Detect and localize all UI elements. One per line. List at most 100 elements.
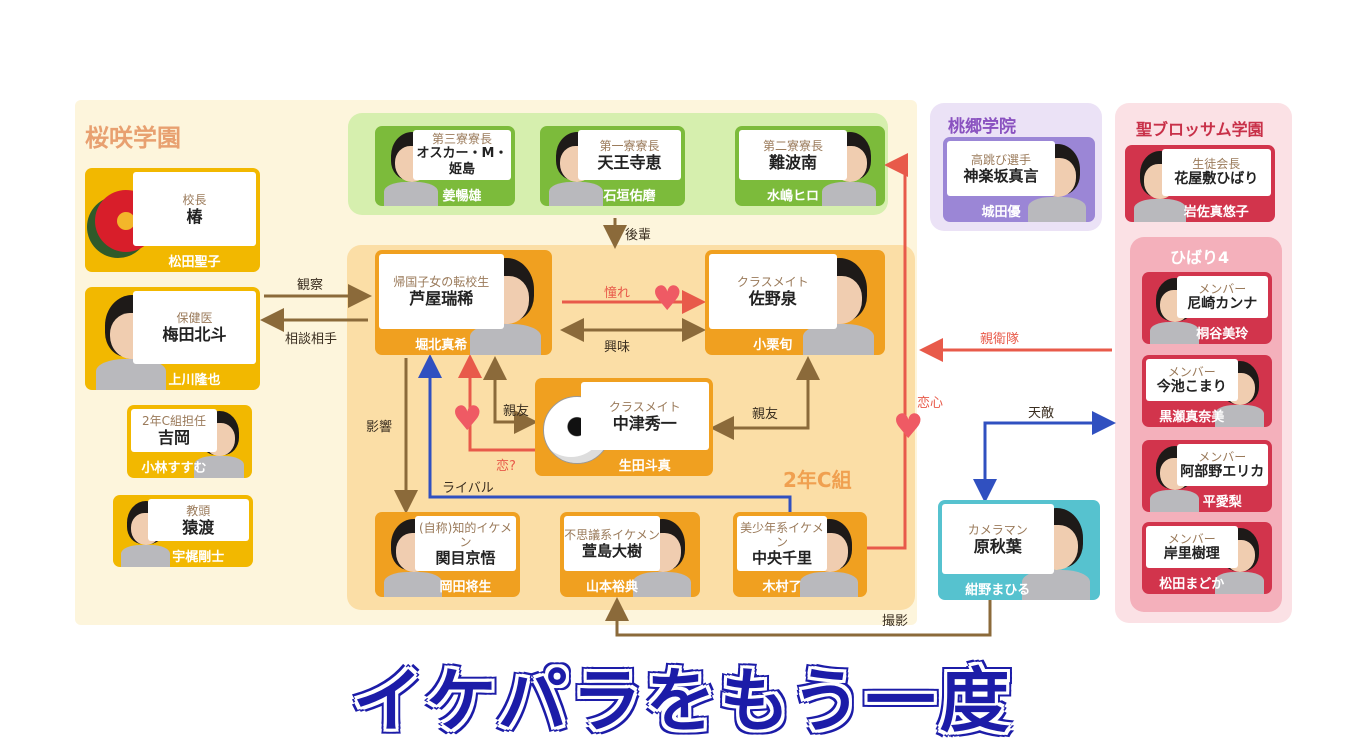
character-role: 高跳び選手 (970, 152, 1031, 167)
actor-name: 生田斗真 (618, 459, 671, 474)
character-name: 萱島大樹 (581, 541, 642, 560)
character-card-mizuki[interactable]: 帰国子女の転校生芦屋瑞稀堀北真希 (375, 250, 552, 355)
label-guard: 親衛隊 (980, 332, 1020, 347)
label-crush: 恋心 (917, 396, 944, 411)
character-role: 校長 (182, 192, 207, 207)
character-card-kagurazaka[interactable]: 高跳び選手神楽坂真言城田優 (943, 137, 1095, 222)
label-advisor: 相談相手 (285, 332, 338, 347)
actor-name: 小栗旬 (753, 338, 793, 353)
character-role: カメラマン (967, 522, 1028, 537)
character-role: メンバー (1198, 449, 1247, 464)
card-text-area: メンバー岸里樹理 (1146, 526, 1238, 568)
character-role: 生徒会長 (1192, 157, 1241, 171)
character-name: 尼崎カンナ (1187, 295, 1258, 312)
card-text-area: 保健医梅田北斗 (133, 291, 256, 364)
photo-arrow (605, 597, 992, 637)
character-card-imaike[interactable]: メンバー今池こまり黒瀬真奈美 (1142, 355, 1272, 427)
actor-name: 松田まどか (1159, 577, 1225, 592)
character-role: (自称)知的イケメン (418, 520, 512, 549)
character-role: 第三寮寮長 (431, 132, 492, 146)
card-text-area: 生徒会長花屋敷ひばり (1161, 149, 1271, 196)
card-text-area: クラスメイト中津秀一 (580, 382, 709, 450)
character-name: 吉岡 (157, 428, 190, 447)
character-card-tennoji[interactable]: 第一寮寮長天王寺恵石垣佑磨 (540, 126, 685, 206)
bestfriend-left-arrow (483, 356, 538, 434)
class-c-title: 2年C組 (783, 468, 852, 492)
character-card-saruwatari[interactable]: 教頭猿渡宇梶剛士 (113, 495, 253, 567)
character-card-hara[interactable]: カメラマン原秋葉紺野まひる (938, 500, 1100, 600)
character-name: 芦屋瑞稀 (409, 289, 474, 308)
character-card-kayashima[interactable]: 不思議系イケメン萱島大樹山本裕典 (560, 512, 700, 597)
character-role: 第二寮寮長 (762, 138, 823, 153)
actor-name: 桐谷美玲 (1196, 327, 1249, 342)
actor-name: 上川隆也 (168, 373, 221, 388)
character-role: 不思議系イケメン (564, 527, 660, 542)
character-name: 難波南 (768, 152, 817, 172)
actor-name: 黒瀬真奈美 (1159, 410, 1225, 425)
card-text-area: 帰国子女の転校生芦屋瑞稀 (379, 254, 504, 329)
enemy-arrow (973, 411, 1116, 503)
actor-name: 水嶋ヒロ (766, 189, 819, 204)
character-name: オスカー・M・姫島 (416, 146, 508, 177)
crush-arrow (867, 153, 908, 550)
character-card-umeda[interactable]: 保健医梅田北斗上川隆也 (85, 287, 260, 390)
actor-name: 宇梶剛士 (172, 550, 225, 565)
card-text-area: 教頭猿渡 (147, 499, 249, 541)
actor-name: 堀北真希 (415, 338, 468, 353)
label-enemy: 天敵 (1028, 406, 1055, 421)
character-name: 中津秀一 (612, 413, 677, 433)
character-role: 教頭 (186, 503, 211, 518)
card-text-area: 2年C組担任吉岡 (131, 409, 217, 452)
page-title: イケパラをもう一度 (352, 660, 1014, 742)
portrait-photo (626, 512, 698, 597)
card-text-area: メンバー今池こまり (1146, 359, 1238, 401)
card-text-area: 不思議系イケメン萱島大樹 (564, 516, 660, 571)
actor-name: 岩佐真悠子 (1183, 205, 1249, 220)
hibari4-title: ひばり4 (1170, 248, 1230, 267)
label-bestfriend-right: 親友 (752, 407, 779, 422)
blossom-title: 聖ブロッサム学園 (1136, 120, 1264, 139)
character-card-sano[interactable]: クラスメイト佐野泉小栗旬 (705, 250, 885, 355)
character-name: 中央千里 (751, 548, 812, 567)
character-card-nakao[interactable]: 美少年系イケメン中央千里木村了 (733, 512, 867, 597)
portrait-photo (188, 405, 250, 478)
character-name: 原秋葉 (973, 536, 1022, 556)
label-bestfriend-left: 親友 (503, 404, 530, 419)
rival-arrow (418, 354, 792, 512)
sakura-region-title: 桜咲学園 (85, 124, 181, 152)
character-card-sekime[interactable]: (自称)知的イケメン関目京悟岡田将生 (375, 512, 520, 597)
character-card-oscar[interactable]: 第三寮寮長オスカー・M・姫島姜暢雄 (375, 126, 515, 206)
character-card-kishisato[interactable]: メンバー岸里樹理松田まどか (1142, 522, 1272, 594)
character-name: 阿部野エリカ (1180, 463, 1265, 480)
card-text-area: 第三寮寮長オスカー・M・姫島 (413, 130, 511, 180)
character-card-amagasaki[interactable]: メンバー尼崎カンナ桐谷美玲 (1142, 272, 1272, 344)
character-name: 今池こまり (1156, 378, 1227, 395)
actor-name: 城田優 (981, 205, 1021, 220)
actor-name: 石垣佑磨 (603, 189, 656, 204)
card-text-area: 高跳び選手神楽坂真言 (947, 141, 1055, 196)
card-text-area: カメラマン原秋葉 (942, 504, 1054, 574)
actor-name: 姜暢雄 (442, 189, 482, 204)
character-role: メンバー (1167, 364, 1216, 379)
character-role: クラスメイト (736, 275, 809, 289)
actor-name: 岡田将生 (439, 580, 492, 595)
actor-name: 小林すすむ (141, 461, 207, 476)
character-card-nanba[interactable]: 第二寮寮長難波南水嶋ヒロ (735, 126, 885, 206)
character-card-nakatsu[interactable]: クラスメイト中津秀一生田斗真 (535, 378, 713, 476)
label-rival: ライバル (442, 481, 494, 496)
character-card-yoshioka[interactable]: 2年C組担任吉岡小林すすむ (127, 405, 252, 478)
actor-name: 紺野まひる (965, 583, 1031, 598)
momosato-title: 桃郷学院 (948, 117, 1016, 137)
card-text-area: 第一寮寮長天王寺恵 (578, 130, 681, 180)
character-name: 猿渡 (182, 517, 215, 537)
card-text-area: 美少年系イケメン中央千里 (737, 516, 827, 571)
heart-icon: ♥ (652, 279, 683, 319)
heart-icon: ♥ (452, 399, 483, 439)
character-role: クラスメイト (608, 399, 681, 414)
character-card-hanayashiki[interactable]: 生徒会長花屋敷ひばり岩佐真悠子 (1125, 145, 1275, 222)
character-role: 帰国子女の転校生 (393, 275, 490, 289)
label-admire: 憧れ (604, 286, 631, 301)
character-card-abeno[interactable]: メンバー阿部野エリカ平愛梨 (1142, 440, 1272, 512)
character-card-tsubaki[interactable]: 校長椿松田聖子 (85, 168, 260, 272)
